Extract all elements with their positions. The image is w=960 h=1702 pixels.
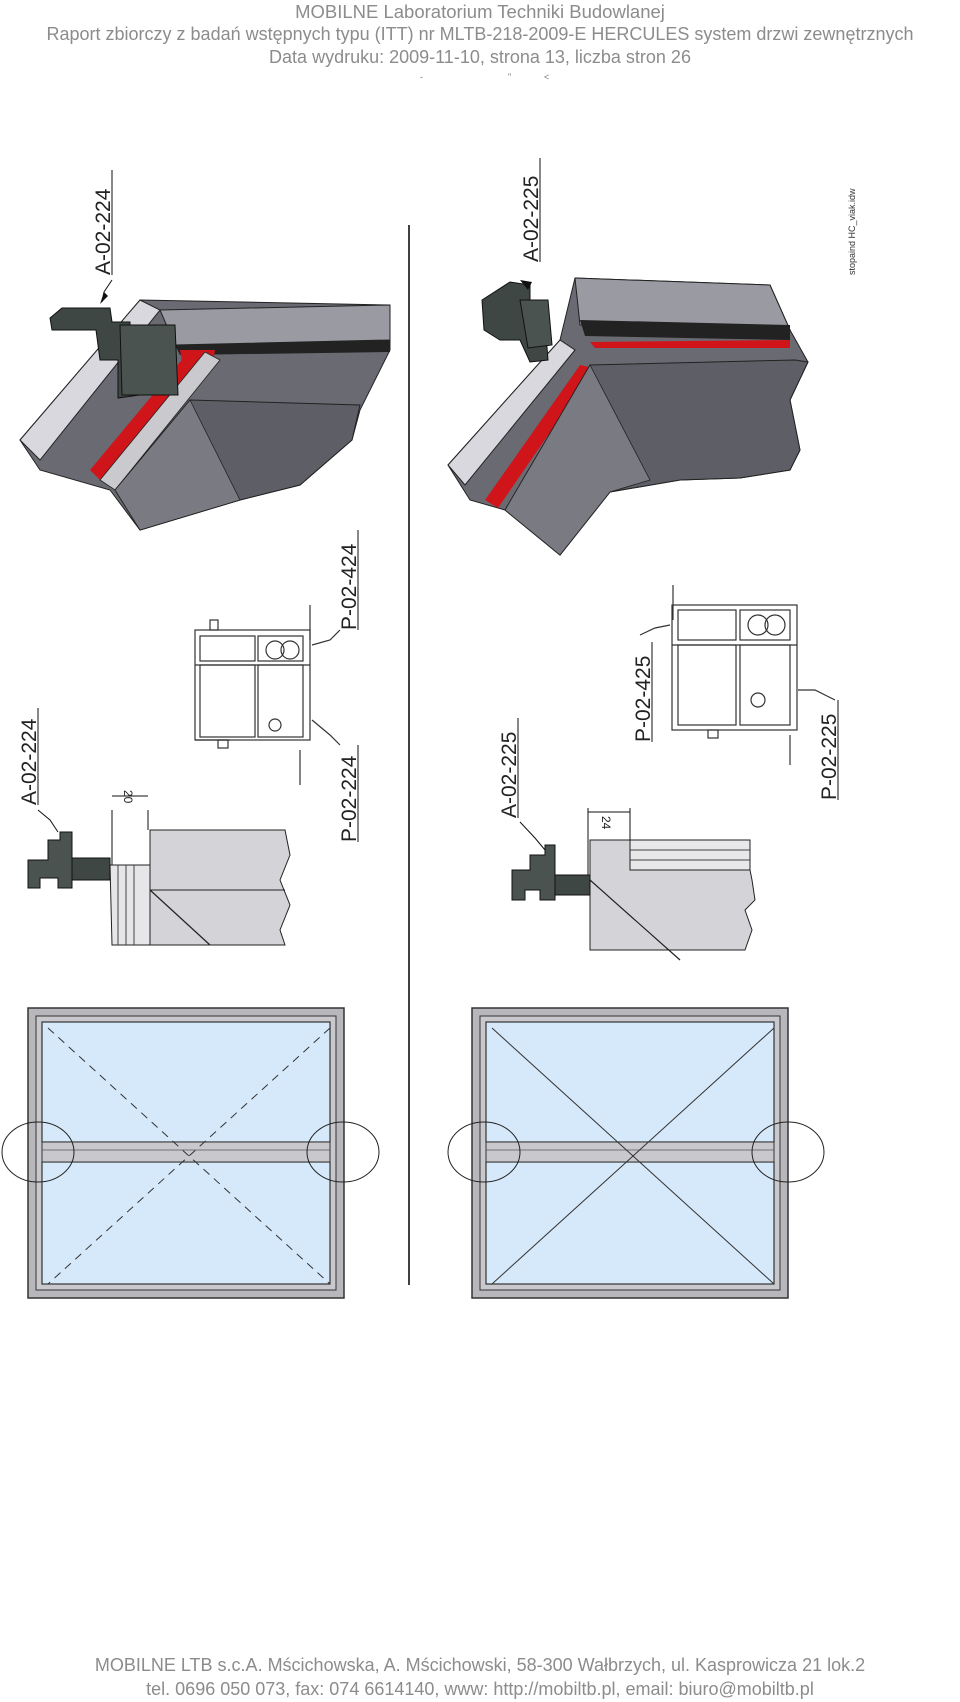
label-mid-right-p-upper: P-02-425: [632, 656, 655, 742]
label-top-left-a: A-02-224: [92, 188, 115, 275]
profile-section-right: [639, 585, 836, 765]
label-mid-right-p-lower: P-02-225: [818, 714, 841, 800]
stray-mark: -: [420, 72, 423, 82]
label-mid-right-a: A-02-225: [498, 732, 521, 818]
stray-mark: ": [508, 72, 512, 82]
page-footer: MOBILNE LTB s.c.A. Mścichowska, A. Mścic…: [0, 1653, 960, 1701]
label-dim-left: 20: [121, 790, 135, 804]
profile-section-left: [194, 605, 341, 785]
stray-mark: <: [544, 72, 550, 82]
stray-marks: - " <: [0, 72, 960, 84]
header-lab-name: MOBILNE Laboratorium Techniki Budowlanej: [295, 1, 665, 22]
section-2d-right: [511, 808, 756, 961]
label-mid-left-a: A-02-224: [18, 718, 41, 805]
label-top-right-a: A-02-225: [520, 176, 543, 262]
footer-address: MOBILNE LTB s.c.A. Mścichowska, A. Mścic…: [94, 1655, 866, 1675]
page-header: MOBILNE Laboratorium Techniki Budowlanej…: [0, 0, 960, 69]
label-mid-left-p-lower: P-02-224: [338, 755, 361, 842]
door-elevation-right: [447, 1007, 825, 1299]
door-elevation-left: [1, 1007, 380, 1299]
profile-3d-right: [447, 277, 809, 556]
label-dim-right: 24: [599, 816, 613, 830]
label-mid-left-p-upper: P-02-424: [338, 543, 361, 630]
header-report-title: Raport zbiorczy z badań wstępnych typu (…: [46, 24, 914, 44]
header-print-date: Data wydruku: 2009-11-10, strona 13, lic…: [269, 47, 691, 67]
label-file-note: stopaind HC_viak.idw: [847, 188, 857, 275]
profile-3d-left: [19, 279, 391, 531]
footer-contact: tel. 0696 050 073, fax: 074 6614140, www…: [146, 1679, 814, 1699]
section-2d-left: [27, 795, 291, 946]
